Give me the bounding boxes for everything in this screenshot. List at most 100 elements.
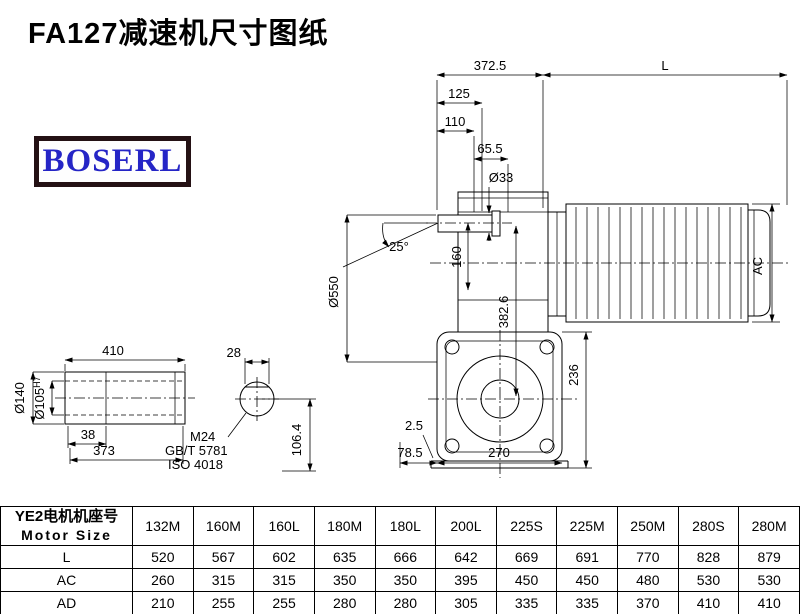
housing-foot bbox=[430, 460, 569, 469]
cell: 410 bbox=[738, 591, 800, 614]
dim-110: 110 bbox=[436, 114, 475, 212]
dim-160: 160 bbox=[449, 222, 471, 291]
dim-236: 236 bbox=[562, 331, 592, 469]
cell: 635 bbox=[313, 545, 376, 569]
dim-text-125: 125 bbox=[448, 86, 470, 101]
dim-text-270: 270 bbox=[488, 445, 510, 460]
col-header-280M: 280M bbox=[738, 506, 800, 546]
technical-drawing: 372.5 L 125 110 65.5 Ø33 16 bbox=[12, 58, 788, 478]
dim-270: 270 bbox=[436, 445, 563, 466]
angle-leg-line bbox=[342, 222, 439, 268]
col-header-250M: 250M bbox=[617, 506, 679, 546]
dim-text-78-5: 78.5 bbox=[397, 445, 422, 460]
col-header-180L: 180L bbox=[374, 506, 437, 546]
dim-382-6: 382.6 bbox=[496, 225, 519, 397]
dim-text-phi105H7: Ø105H7 bbox=[32, 376, 47, 419]
col-header-225S: 225S bbox=[495, 506, 558, 546]
cell: 305 bbox=[435, 591, 497, 614]
dim-keyway-28: 28 bbox=[227, 345, 270, 384]
cell: 828 bbox=[677, 545, 740, 569]
extension-line bbox=[562, 331, 592, 469]
col-header-160M: 160M bbox=[192, 506, 255, 546]
col-header-200L: 200L bbox=[435, 506, 497, 546]
corner-bolt-hole bbox=[539, 339, 555, 355]
cell: 370 bbox=[617, 591, 679, 614]
dim-410: 410 bbox=[64, 343, 186, 371]
bore-diameter-value: Ø105 bbox=[32, 388, 47, 420]
cell: 260 bbox=[132, 568, 194, 592]
col-header-225M: 225M bbox=[556, 506, 618, 546]
shaft-detail-view: 410 Ø140 Ø105H7 38 373 bbox=[12, 343, 316, 472]
row-label-AD: AD bbox=[0, 591, 133, 614]
callout-m24: M24 bbox=[190, 429, 215, 444]
cell: 315 bbox=[192, 568, 255, 592]
cell: 395 bbox=[435, 568, 497, 592]
cell: 691 bbox=[556, 545, 618, 569]
dim-38: 38 bbox=[67, 426, 107, 448]
cell: 335 bbox=[495, 591, 558, 614]
cell: 666 bbox=[374, 545, 437, 569]
cell: 530 bbox=[738, 568, 800, 592]
leader-line bbox=[422, 434, 434, 459]
page-title: FA127减速机尺寸图纸 bbox=[28, 18, 329, 50]
dim-motor-length-L: L bbox=[542, 58, 788, 205]
callout-iso4018: ISO 4018 bbox=[168, 457, 223, 472]
col-header-180M: 180M bbox=[313, 506, 376, 546]
dim-text-28: 28 bbox=[227, 345, 241, 360]
corner-bolt-hole bbox=[444, 438, 460, 454]
corner-bolt-hole bbox=[539, 438, 555, 454]
dim-text-106-4: 106.4 bbox=[289, 424, 304, 457]
dim-106-4: 106.4 bbox=[262, 398, 316, 472]
dim-text-160: 160 bbox=[449, 246, 464, 268]
shaft-collar bbox=[491, 210, 501, 237]
table-row-AC: AC 260 315 315 350 350 395 450 450 480 5… bbox=[0, 568, 800, 592]
dim-65-5: 65.5 bbox=[473, 141, 509, 212]
dim-text-AC: AC bbox=[750, 257, 765, 275]
dim-text-373: 373 bbox=[93, 443, 115, 458]
front-view: 372.5 L 125 110 65.5 Ø33 16 bbox=[326, 58, 788, 478]
corner-bolt-hole bbox=[444, 339, 460, 355]
cell: 450 bbox=[495, 568, 558, 592]
header-motor-size-cn: YE2电机机座号 bbox=[14, 507, 119, 525]
housing-inner-contour bbox=[445, 340, 554, 453]
bolt-callout: M24 GB/T 5781 ISO 4018 bbox=[165, 412, 247, 472]
dim-text-2-5: 2.5 bbox=[405, 418, 423, 433]
cell: 255 bbox=[192, 591, 255, 614]
extension-line bbox=[752, 203, 780, 323]
dim-text-L: L bbox=[661, 58, 668, 73]
dim-text-410: 410 bbox=[102, 343, 124, 358]
cell: 210 bbox=[132, 591, 194, 614]
dim-text-25deg: 25° bbox=[389, 239, 409, 254]
cell: 450 bbox=[556, 568, 618, 592]
dim-text-phi140: Ø140 bbox=[12, 382, 27, 414]
gearbox-outline bbox=[430, 191, 569, 469]
dim-2-5: 2.5 bbox=[405, 418, 434, 459]
table-header-row: YE2电机机座号 Motor Size 132M 160M 160L 180M … bbox=[0, 506, 800, 546]
cell: 602 bbox=[253, 545, 315, 569]
cell: 280 bbox=[374, 591, 437, 614]
cell: 410 bbox=[677, 591, 740, 614]
dim-text-110: 110 bbox=[445, 114, 466, 129]
table-row-L: L 520 567 602 635 666 642 669 691 770 82… bbox=[0, 545, 800, 569]
col-header-280S: 280S bbox=[677, 506, 740, 546]
leader-line bbox=[227, 412, 247, 438]
cell: 879 bbox=[738, 545, 800, 569]
bore-hidden-lines bbox=[65, 380, 185, 416]
dim-swing-diameter: Ø550 bbox=[326, 214, 437, 363]
end-view-centerlines bbox=[235, 377, 279, 421]
col-header-160L: 160L bbox=[253, 506, 315, 546]
header-motor-size: YE2电机机座号 Motor Size bbox=[0, 506, 133, 546]
row-label-L: L bbox=[0, 545, 133, 569]
dim-78-5: 78.5 bbox=[397, 442, 438, 468]
dim-text-236: 236 bbox=[566, 364, 581, 386]
dim-text-phi550: Ø550 bbox=[326, 276, 341, 308]
dim-overall-width: 372.5 bbox=[436, 58, 544, 210]
row-label-AC: AC bbox=[0, 568, 133, 592]
cell: 315 bbox=[253, 568, 315, 592]
dim-373: 373 bbox=[69, 426, 184, 464]
gearbox-ribs bbox=[458, 197, 548, 301]
dim-shaft-diameter: Ø33 bbox=[486, 170, 513, 241]
cell: 530 bbox=[677, 568, 740, 592]
cell: 642 bbox=[435, 545, 497, 569]
cell: 350 bbox=[374, 568, 437, 592]
